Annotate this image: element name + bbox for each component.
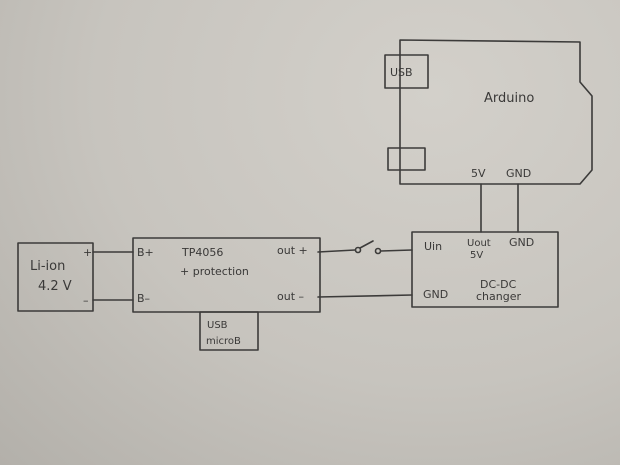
dcdc-box	[411, 231, 559, 308]
b-plus-label: B+	[137, 246, 154, 259]
battery-plus: +	[83, 246, 92, 259]
arduino-5v-pin: 5V	[471, 167, 486, 180]
microb-label: microB	[206, 336, 241, 347]
tp4056-subtitle: + protection	[180, 265, 249, 278]
dcdc-name-line2: changer	[476, 290, 521, 303]
b-minus-label: B–	[137, 292, 150, 305]
dcdc-gnd-top-label: GND	[509, 236, 534, 249]
arduino-board: Arduino USB 5V GND	[384, 39, 593, 185]
arduino-gnd-pin: GND	[506, 167, 531, 180]
li-ion-battery: Li-ion 4.2 V + –	[17, 242, 94, 312]
arduino-label: Arduino	[484, 91, 534, 106]
dcdc-uout-label: Uout	[467, 238, 491, 249]
arduino-usb-port	[384, 54, 429, 89]
dcdc-gnd-left-label: GND	[423, 288, 448, 301]
switch	[317, 240, 413, 255]
battery-minus: –	[83, 294, 89, 307]
battery-voltage: 4.2 V	[38, 279, 72, 294]
arduino-power-jack	[387, 147, 426, 171]
dcdc-converter: Uin Uout 5V GND GND DC-DC changer	[411, 231, 559, 308]
out-plus-label: out +	[277, 244, 308, 257]
arduino-outline	[399, 39, 593, 185]
tp4056-title: TP4056	[181, 246, 223, 259]
wire-out-minus	[317, 294, 413, 298]
battery-type: Li-ion	[30, 259, 65, 274]
usb-label: USB	[207, 320, 228, 331]
dcdc-name-line1: DC-DC	[480, 278, 517, 291]
tp4056-module: B+ B– TP4056 + protection out + out –	[132, 237, 321, 313]
usb-microb-port: USB microB	[199, 311, 259, 351]
dcdc-uin-label: Uin	[424, 240, 442, 253]
arduino-usb-label: USB	[390, 66, 413, 79]
out-minus-label: out –	[277, 290, 304, 303]
dcdc-uout-voltage: 5V	[470, 250, 483, 261]
